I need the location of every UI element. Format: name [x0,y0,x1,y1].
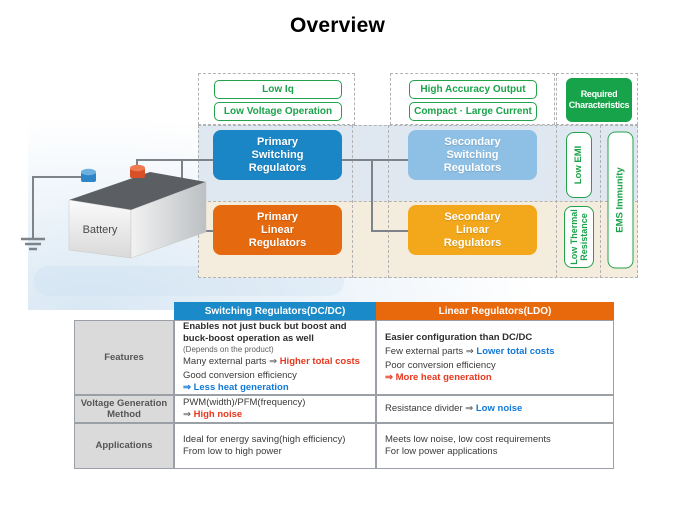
page-title: Overview [290,14,385,37]
highlight-red: Higher total costs [279,356,360,367]
band-column-divider [352,125,353,278]
voltage-method-switching-line2: ⇒ High noise [183,409,371,421]
features-switching-line1: Enables not just buck but boost and buck… [183,321,347,344]
trait-low-voltage-operation: Low Voltage Operation [214,102,342,121]
features-switching-line4: ⇒ Less heat generation [183,382,371,394]
applications-linear-line1: Meets low noise, low cost requirements [385,434,551,445]
features-linear-line4: ⇒ More heat generation [385,372,609,384]
row-label-features: Features [74,320,174,395]
features-linear-line3: Poor conversion efficiency [385,359,496,371]
features-linear-line1: Easier configuration than DC/DC [385,331,533,343]
positive-wire [136,159,213,170]
battery-positive-terminal [130,164,145,178]
features-switching-note: (Depends on the product) [183,345,274,354]
band-row-divider [198,201,638,202]
box-line: Secondary [444,210,501,223]
box-line: Switching [251,148,304,161]
highlight-blue: Low noise [475,403,523,414]
arrow: ⇒ [269,356,280,367]
trait-compact-large-current: Compact · Large Current [409,102,537,121]
vpill-line: Low Thermal [569,209,579,265]
required-characteristics-line1: Required [580,89,618,99]
box-line: Secondary [444,135,501,148]
voltage-method-linear-line1: Resistance divider ⇒ Low noise [385,403,609,415]
text: Few external parts [385,345,466,357]
features-switching-line3: Good conversion efficiency [183,370,297,381]
features-linear-line2: Few external parts ⇒ Lower total costs [385,346,609,358]
comparison-table: Switching Regulators(DC/DC) Linear Regul… [74,302,615,469]
applications-linear-cell: Meets low noise, low cost requirements F… [376,423,614,469]
box-line: Primary [257,210,298,223]
ground-symbol [21,237,45,251]
arrow: ⇒ [183,409,194,420]
row-label-voltage-method: Voltage Generation Method [74,395,174,423]
applications-switching-cell: Ideal for energy saving(high efficiency)… [174,423,376,469]
column-header-linear: Linear Regulators(LDO) [376,302,614,320]
battery-label: Battery [83,224,118,236]
highlight-blue: Lower total costs [476,345,555,357]
arrow: ⇒ [465,403,476,414]
features-linear-cell: Easier configuration than DC/DC Few exte… [376,320,614,395]
voltage-method-switching-line1: PWM(width)/PFM(frequency) [183,397,306,408]
features-switching-cell: Enables not just buck but boost and buck… [174,320,376,395]
column-header-switching: Switching Regulators(DC/DC) [174,302,376,320]
primary-linear-regulators-box: Primary Linear Regulators [213,205,342,255]
highlight-red: ⇒ More heat generation [385,371,492,383]
secondary-switching-regulators-box: Secondary Switching Regulators [408,130,537,180]
vpill-line: Resistance [579,213,589,261]
secondary-linear-regulators-box: Secondary Linear Regulators [408,205,537,255]
box-line: Regulators [248,236,307,249]
battery-and-wires: Battery [21,159,408,259]
highlight-blue: ⇒ Less heat generation [183,382,289,393]
band-column-divider [388,125,389,278]
voltage-method-linear-cell: Resistance divider ⇒ Low noise [376,395,614,423]
applications-linear-line2: For low power applications [385,446,498,457]
band-column-divider [556,125,557,278]
highlight-red: High noise [193,409,243,420]
box-line: Regulators [443,161,502,174]
trait-high-accuracy-output: High Accuracy Output [409,80,537,99]
trait-low-emi: Low EMI [566,132,592,198]
trait-ems-immunity: EMS Immunity [607,131,634,269]
band-column-divider [600,125,601,278]
primary-switching-regulators-box: Primary Switching Regulators [213,130,342,180]
text: Resistance divider [385,403,466,414]
battery: Battery [68,164,207,259]
required-characteristics-line2: Characteristics [568,100,630,110]
box-line: Regulators [248,161,307,174]
arrow: ⇒ [465,345,477,357]
box-line: Switching [446,148,499,161]
trait-low-thermal-resistance: Low Thermal Resistance [564,206,594,268]
negative-wire [32,176,88,238]
box-line: Primary [257,135,298,148]
text: Many external parts [183,356,270,367]
box-line: Linear [455,223,489,236]
row-label-applications: Applications [74,423,174,469]
branch-wire-secondary-linear [371,160,408,232]
applications-switching-line2: From low to high power [183,446,282,457]
voltage-method-switching-cell: PWM(width)/PFM(frequency) ⇒ High noise [174,395,376,423]
required-characteristics-badge: Required Characteristics [566,78,632,122]
box-line: Regulators [443,236,502,249]
applications-switching-line1: Ideal for energy saving(high efficiency) [183,434,346,445]
battery-negative-terminal [81,168,96,182]
trait-low-iq: Low Iq [214,80,342,99]
box-line: Linear [260,223,294,236]
features-switching-line2: Many external parts ⇒ Higher total costs [183,356,371,368]
